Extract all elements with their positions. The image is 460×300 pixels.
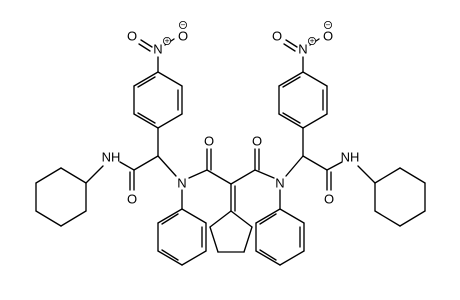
atom-o-nitro-right-top: O — [272, 29, 282, 44]
phenyl-ring-right — [255, 208, 305, 266]
atom-n-left: N — [177, 176, 186, 191]
atom-n-nitro-left: N — [153, 42, 162, 57]
right-chain — [279, 155, 376, 210]
phenyl-ring-left — [157, 208, 207, 266]
charge-minus-right-ring — [323, 20, 332, 29]
charge-plus-left-ring — [162, 37, 171, 46]
cyclopentylidene-ring — [209, 210, 253, 253]
charge-minus-left: − — [180, 21, 186, 29]
cyclohexyl-ring-left — [35, 167, 87, 227]
charge-minus-left-ring — [178, 20, 187, 29]
atom-nh-amide-left: NH — [102, 150, 121, 165]
charge-minus-right: − — [325, 21, 331, 29]
atom-o-carbonyl-center-right: O — [252, 134, 262, 149]
atom-nh-amide-right: NH — [341, 150, 360, 165]
atom-o-amide-right: O — [324, 192, 334, 207]
atom-o-amide-left: O — [127, 192, 137, 207]
charge-plus-right: + — [309, 37, 315, 45]
charge-plus-left: + — [164, 37, 170, 45]
central-chain — [157, 148, 275, 212]
nitrophenyl-ring-left — [133, 56, 183, 157]
atom-o-nitro-left-bottom: O — [178, 29, 188, 44]
nitrophenyl-ring-right — [278, 56, 328, 157]
charge-plus-right-ring — [307, 37, 316, 46]
atom-o-nitro-left-top: O — [127, 29, 137, 44]
atom-o-carbonyl-center-left: O — [204, 134, 214, 149]
atom-n-right: N — [275, 176, 284, 191]
cyclohexyl-ring-right — [374, 167, 426, 227]
atom-o-nitro-right-bottom: O — [323, 29, 333, 44]
amide-left — [85, 155, 159, 191]
atom-n-nitro-right: N — [298, 42, 307, 57]
